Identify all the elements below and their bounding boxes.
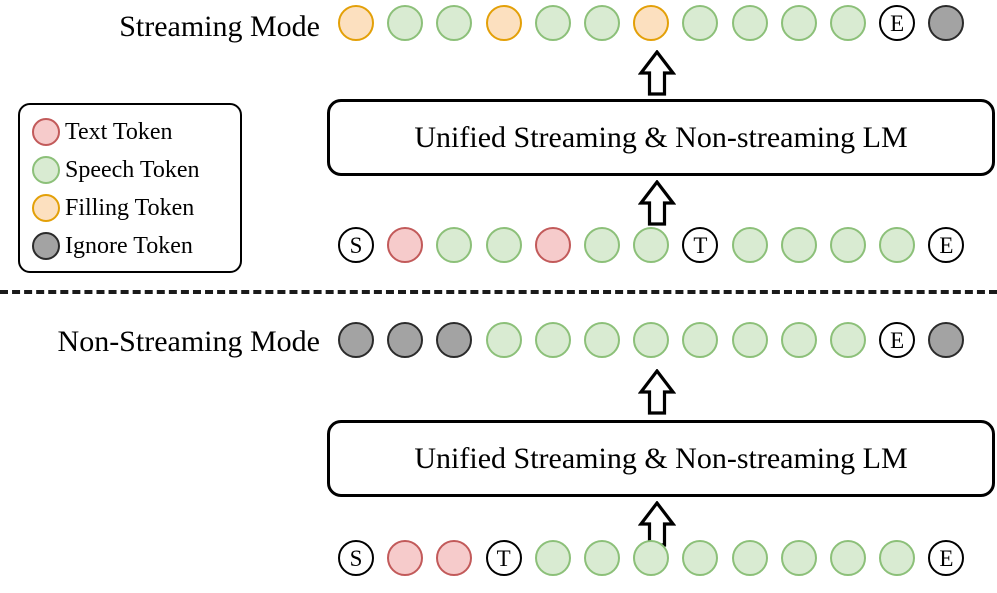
non-streaming-input-row-token-7-speech bbox=[633, 540, 670, 576]
legend: Text Token Speech Token Filling Token Ig… bbox=[18, 103, 242, 273]
non-streaming-output-row-token-8-speech bbox=[682, 322, 719, 358]
non-streaming-input-row-token-3-text bbox=[436, 540, 473, 576]
legend-label-ignore: Ignore Token bbox=[65, 233, 193, 259]
non-streaming-input-row-token-5-speech bbox=[534, 540, 571, 576]
streaming-output-row-token-7-filling bbox=[633, 5, 670, 41]
legend-item-text: Text Token bbox=[32, 113, 230, 151]
streaming-output-row-token-10-speech bbox=[780, 5, 817, 41]
streaming-input-row-token-12-speech bbox=[879, 227, 916, 263]
non-streaming-input-row-token-6-speech bbox=[584, 540, 620, 576]
non-streaming-input-row-token-11-speech bbox=[830, 540, 866, 576]
streaming-lm-label: Unified Streaming & Non-streaming LM bbox=[414, 120, 908, 154]
filling-token-swatch-icon bbox=[32, 194, 60, 222]
non-streaming-mode-label: Non-Streaming Mode bbox=[57, 325, 320, 358]
non-streaming-output-row-token-3-ignore bbox=[436, 322, 473, 358]
streaming-input-row-token-7-speech bbox=[633, 227, 670, 263]
legend-item-speech: Speech Token bbox=[32, 151, 230, 189]
streaming-input-row-token-10-speech bbox=[780, 227, 817, 263]
non-streaming-input-row-token-9-speech bbox=[731, 540, 768, 576]
non-streaming-output-row-token-9-speech bbox=[731, 322, 768, 358]
streaming-input-row-token-13-e: E bbox=[928, 227, 965, 263]
speech-token-swatch-icon bbox=[32, 156, 60, 184]
streaming-lm-box: Unified Streaming & Non-streaming LM bbox=[327, 99, 995, 176]
non-streaming-input-row-token-10-speech bbox=[780, 540, 817, 576]
non-streaming-output-row-token-12-e: E bbox=[879, 322, 916, 358]
non-streaming-output-row-token-4-speech bbox=[485, 322, 522, 358]
non-streaming-output-row-token-7-speech bbox=[633, 322, 670, 358]
legend-item-ignore: Ignore Token bbox=[32, 227, 230, 265]
non-streaming-input-row-token-4-t: T bbox=[485, 540, 522, 576]
non-streaming-input-row-token-12-speech bbox=[879, 540, 916, 576]
non-streaming-output-row-token-6-speech bbox=[584, 322, 620, 358]
streaming-input-row-token-6-speech bbox=[584, 227, 620, 263]
non-streaming-output-row: E bbox=[338, 322, 978, 358]
non-streaming-output-row-token-13-ignore bbox=[928, 322, 965, 358]
streaming-input-row-token-1-s: S bbox=[338, 227, 374, 263]
streaming-input-row-token-3-speech bbox=[436, 227, 473, 263]
streaming-input-row-token-2-text bbox=[387, 227, 424, 263]
streaming-mode-label: Streaming Mode bbox=[119, 10, 320, 43]
non-streaming-input-row-token-1-s: S bbox=[338, 540, 374, 576]
non-streaming-output-row-token-5-speech bbox=[534, 322, 571, 358]
streaming-output-row-token-13-ignore bbox=[928, 5, 965, 41]
streaming-output-row-token-9-speech bbox=[731, 5, 768, 41]
streaming-input-row-token-8-t: T bbox=[682, 227, 719, 263]
non-streaming-input-row-token-8-speech bbox=[682, 540, 719, 576]
non-streaming-input-row-token-2-text bbox=[387, 540, 424, 576]
non-streaming-output-arrow-icon bbox=[637, 368, 677, 415]
streaming-output-row-token-11-speech bbox=[830, 5, 866, 41]
non-streaming-output-row-token-10-speech bbox=[780, 322, 817, 358]
non-streaming-output-row-token-2-ignore bbox=[387, 322, 424, 358]
streaming-input-row-token-4-speech bbox=[485, 227, 522, 263]
legend-label-filling: Filling Token bbox=[65, 195, 195, 221]
non-streaming-output-row-token-1-ignore bbox=[338, 322, 374, 358]
non-streaming-input-row-token-13-e: E bbox=[928, 540, 965, 576]
streaming-output-row-token-2-speech bbox=[387, 5, 424, 41]
streaming-input-row-token-5-text bbox=[534, 227, 571, 263]
streaming-output-row-token-1-filling bbox=[338, 5, 374, 41]
non-streaming-lm-box: Unified Streaming & Non-streaming LM bbox=[327, 420, 995, 497]
mode-divider bbox=[0, 290, 997, 294]
streaming-input-row-token-11-speech bbox=[830, 227, 866, 263]
ignore-token-swatch-icon bbox=[32, 232, 60, 260]
streaming-output-row-token-6-speech bbox=[584, 5, 620, 41]
streaming-output-arrow-icon bbox=[637, 49, 677, 96]
text-token-swatch-icon bbox=[32, 118, 60, 146]
streaming-input-arrow-icon bbox=[637, 179, 677, 226]
streaming-output-row-token-5-speech bbox=[534, 5, 571, 41]
streaming-output-row-token-8-speech bbox=[682, 5, 719, 41]
streaming-output-row-token-12-e: E bbox=[879, 5, 916, 41]
non-streaming-lm-label: Unified Streaming & Non-streaming LM bbox=[414, 441, 908, 475]
legend-label-speech: Speech Token bbox=[65, 157, 200, 183]
streaming-output-row: E bbox=[338, 5, 978, 41]
streaming-output-row-token-4-filling bbox=[485, 5, 522, 41]
streaming-output-row-token-3-speech bbox=[436, 5, 473, 41]
legend-item-filling: Filling Token bbox=[32, 189, 230, 227]
legend-label-text: Text Token bbox=[65, 119, 173, 145]
streaming-input-row-token-9-speech bbox=[731, 227, 768, 263]
non-streaming-output-row-token-11-speech bbox=[830, 322, 866, 358]
